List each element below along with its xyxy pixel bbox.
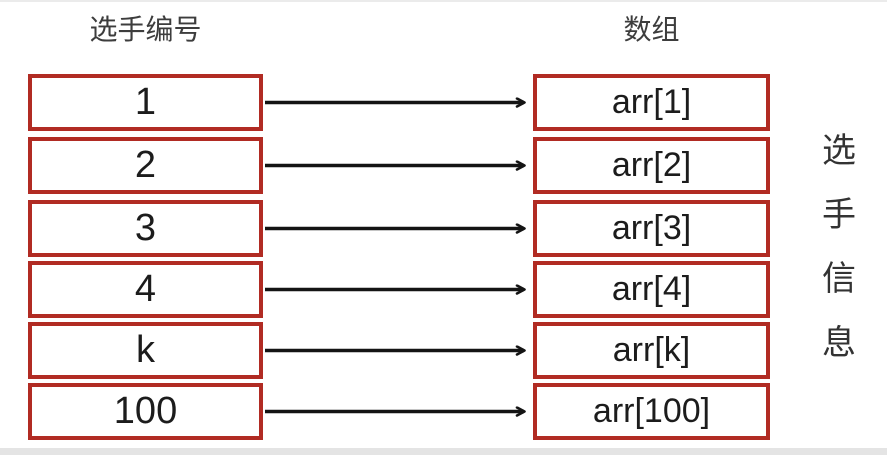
player-number-box: 100: [28, 383, 263, 440]
array-cell-box: arr[100]: [533, 383, 770, 440]
player-number-value: 3: [134, 207, 157, 249]
array-cell-box: arr[3]: [533, 200, 770, 257]
top-edge-band: [0, 0, 887, 2]
array-cell-value: arr[k]: [612, 331, 691, 369]
array-cell-box: arr[4]: [533, 261, 770, 318]
player-number-box: 4: [28, 261, 263, 318]
array-cell-value: arr[100]: [592, 392, 711, 430]
left-column-header: 选手编号: [89, 14, 202, 45]
array-cell-value: arr[1]: [611, 83, 692, 121]
array-cell-value: arr[2]: [611, 146, 692, 184]
right-column-header: 数组: [623, 14, 680, 45]
player-number-value: k: [136, 329, 155, 371]
player-number-box: 3: [28, 200, 263, 257]
player-number-box: k: [28, 322, 263, 379]
side-label-char: 信: [822, 260, 856, 298]
array-cell-box: arr[k]: [533, 322, 770, 379]
player-number-value: 1: [134, 81, 157, 123]
player-number-value: 4: [134, 268, 157, 310]
side-label-char: 手: [822, 196, 856, 234]
player-number-value: 2: [134, 144, 157, 186]
array-cell-value: arr[4]: [611, 270, 692, 308]
player-number-box: 1: [28, 74, 263, 131]
side-label-char: 息: [822, 324, 856, 362]
bottom-edge-band: [0, 448, 887, 455]
player-number-box: 2: [28, 137, 263, 194]
side-label-player-info: 选 手 信 息: [816, 119, 862, 375]
array-cell-box: arr[2]: [533, 137, 770, 194]
player-number-value: 100: [113, 390, 178, 432]
side-label-char: 选: [822, 132, 856, 170]
array-cell-value: arr[3]: [611, 209, 692, 247]
array-cell-box: arr[1]: [533, 74, 770, 131]
